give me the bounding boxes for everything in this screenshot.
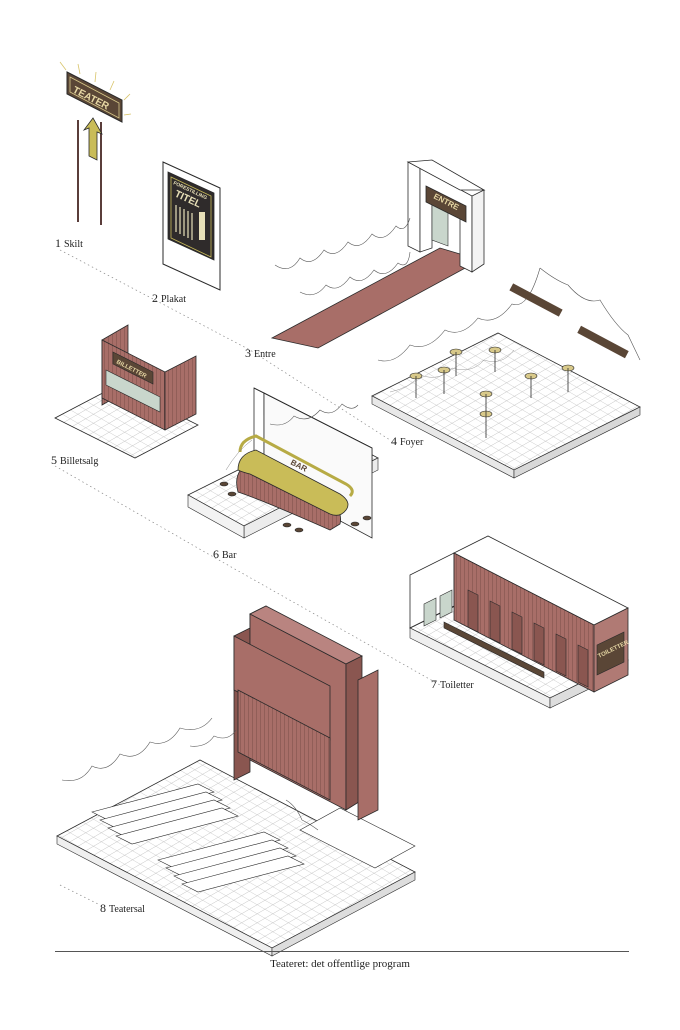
string-lights-entre bbox=[274, 217, 411, 296]
label-foyer-text: Foyer bbox=[400, 437, 424, 448]
toiletter-room bbox=[409, 535, 629, 709]
label-billetsalg-text: Billetsalg bbox=[60, 456, 99, 467]
label-skilt-text: Skilt bbox=[64, 239, 83, 250]
label-bar-number: 6 bbox=[213, 547, 219, 561]
caption-rule bbox=[55, 951, 629, 952]
bar-room bbox=[187, 387, 379, 539]
figure-caption: Teateret: det offentlige program bbox=[270, 958, 410, 970]
label-teatersal-text: Teatersal bbox=[109, 904, 145, 915]
entre-gate bbox=[270, 159, 486, 349]
label-bar-text: Bar bbox=[222, 550, 237, 561]
billetsalg-booth bbox=[54, 324, 199, 459]
foyer-floor bbox=[371, 267, 641, 479]
label-billetsalg-number: 5 bbox=[51, 453, 57, 467]
dotted-path bbox=[54, 249, 441, 906]
label-teatersal-number: 8 bbox=[100, 901, 106, 915]
label-plakat-number: 2 bbox=[152, 291, 158, 305]
poster-board bbox=[162, 161, 221, 291]
label-plakat-text: Plakat bbox=[161, 294, 186, 305]
label-entre-number: 3 bbox=[245, 346, 251, 360]
sign-teater bbox=[59, 61, 132, 225]
label-entre-text: Entre bbox=[254, 349, 276, 360]
label-skilt-number: 1 bbox=[55, 236, 61, 250]
label-foyer-number: 4 bbox=[391, 434, 397, 448]
label-toiletter-number: 7 bbox=[431, 677, 437, 691]
teatersal bbox=[56, 605, 416, 957]
label-toiletter-text: Toiletter bbox=[440, 680, 474, 691]
